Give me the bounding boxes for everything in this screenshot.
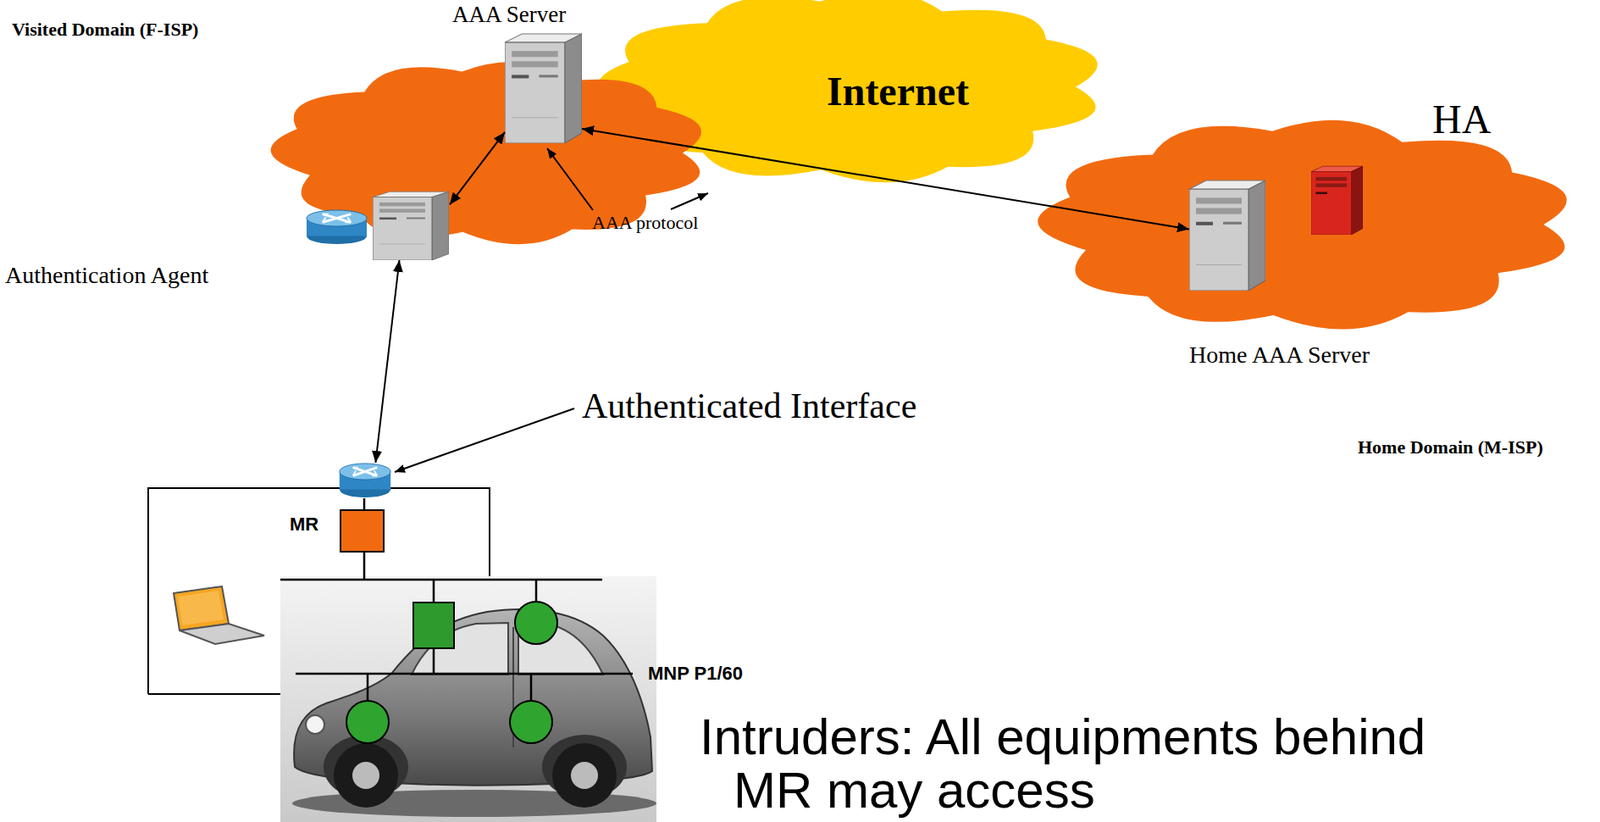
cloud-label: Internet [826,67,969,115]
agent-node: Authentication Agent [305,190,450,261]
ha-node: HA [1311,165,1363,235]
cloud-shape [1030,101,1583,348]
car-photo [280,575,657,822]
ha-label: HA [1432,95,1491,143]
network-outline [148,692,281,695]
wire [363,498,366,510]
connector-arrow [581,128,1190,229]
laptop-icon [173,586,265,644]
domain-label: Home Domain (M-ISP) [1357,436,1544,458]
router-square [413,602,454,648]
server-node: AAA Server [504,32,582,144]
server-icon [372,191,449,261]
interface-callout: Authenticated Interface [581,385,917,427]
mr-label: MR [289,513,319,535]
leader-arrow [670,193,709,210]
host-circle [509,700,553,743]
ha-server-icon [1311,166,1363,235]
server-label: AAA Server [452,1,566,28]
mr-square [340,509,384,552]
domain-label: Visited Domain (F-ISP) [11,18,199,40]
host-circle [514,601,558,644]
cloud-outline [1037,120,1567,330]
server-label: Home AAA Server [1189,341,1370,369]
server-icon [504,33,582,144]
prefix-label: MNP P1/60 [647,662,743,684]
note-text: Intruders: All equipments behind MR may … [699,709,1445,817]
domain-cloud: Home Domain (M-ISP)HAHome AAA Server [1030,101,1583,348]
agent-label: Authentication Agent [5,261,209,289]
connector-arrow [449,132,505,205]
server-icon [1189,180,1266,291]
host-circle [346,700,389,743]
protocol-label: AAA protocol [592,211,698,233]
connector-arrow [375,260,399,463]
server-node: Home AAA Server [1189,178,1266,291]
cloud-outline [271,61,703,244]
router-icon [306,210,367,244]
network-wires [280,551,633,701]
router-icon [339,463,391,498]
leader-arrow [547,148,593,211]
mr-node: MR [338,462,392,554]
leader-arrow [394,408,575,472]
